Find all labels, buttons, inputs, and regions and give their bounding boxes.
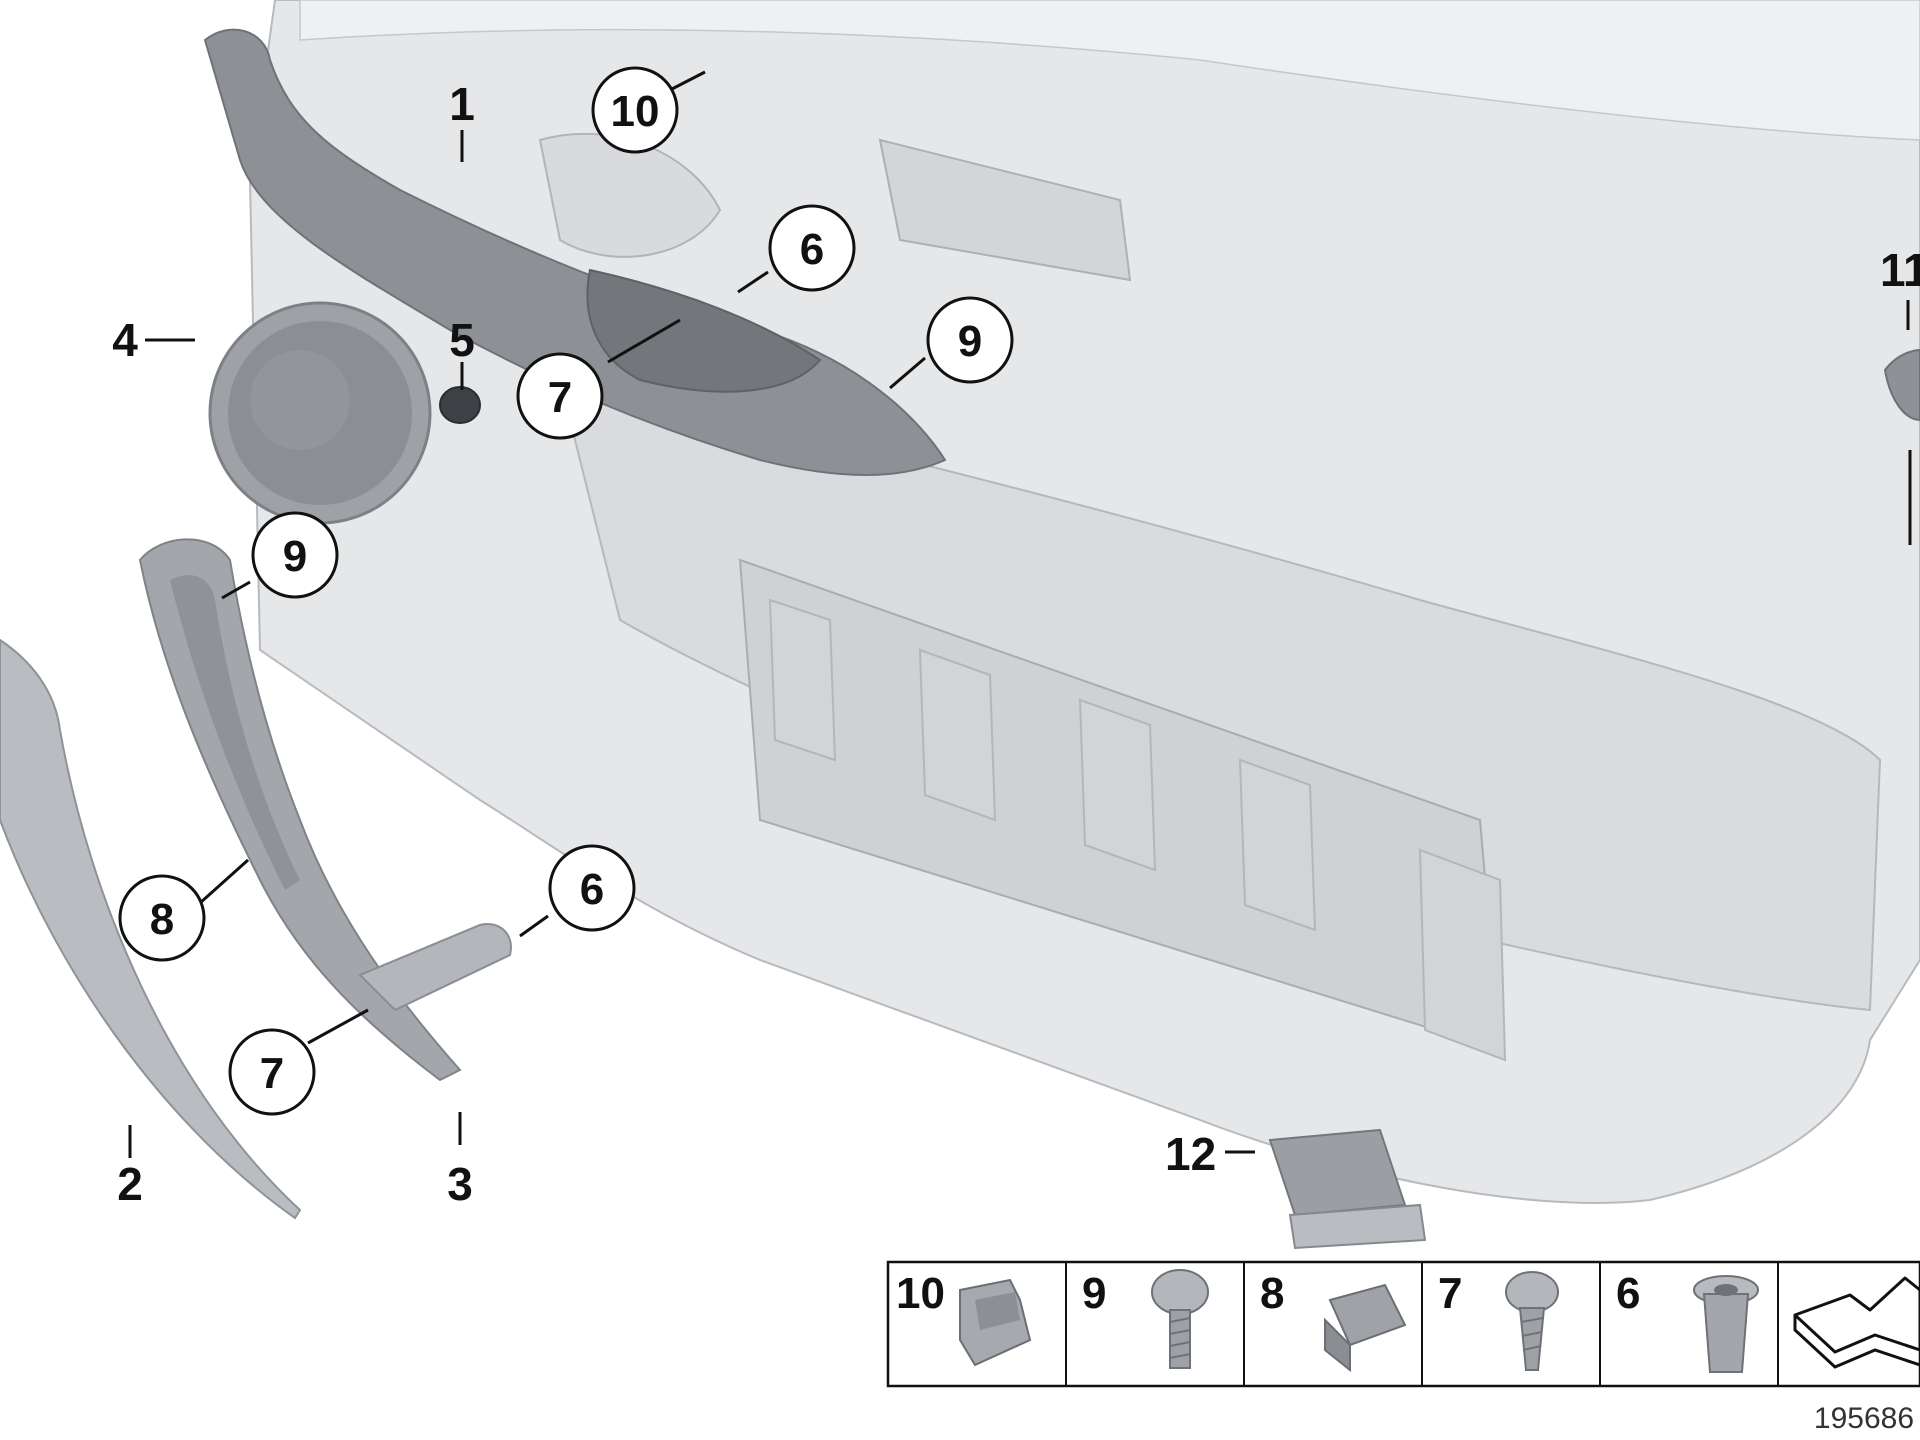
carrier-inner-arc	[170, 575, 300, 890]
handle-grip-recess	[586, 268, 822, 393]
svg-text:9: 9	[283, 532, 307, 581]
callout-4: 4	[112, 314, 138, 366]
legend-number-10: 10	[896, 1269, 945, 1318]
circle-callout-9-left: 9	[251, 511, 339, 599]
svg-text:6: 6	[580, 865, 604, 914]
clip-nut-icon	[1324, 1283, 1407, 1373]
callout-11: 11	[1880, 244, 1920, 296]
legend-number-8: 8	[1260, 1269, 1284, 1318]
circle-callout-6-bottom: 6	[548, 844, 636, 932]
svg-text:7: 7	[548, 373, 572, 422]
fastener-legend: 10 9 8 7 6	[886, 1260, 1920, 1388]
callout-3: 3	[447, 1158, 473, 1210]
circle-callout-10: 10	[591, 66, 679, 154]
clip-icon	[959, 1278, 1032, 1367]
svg-text:7: 7	[260, 1049, 284, 1098]
svg-text:9: 9	[958, 317, 982, 366]
svg-text:6: 6	[800, 225, 824, 274]
door-bracket	[1268, 1128, 1427, 1250]
pocket-ribs	[768, 598, 1507, 1062]
plain-callouts: 1 2 3 4 5 11 12	[112, 78, 1920, 1210]
window-switch-recess	[878, 138, 1132, 282]
callout-1: 1	[449, 78, 475, 130]
circle-callout-9-top: 9	[926, 296, 1014, 384]
circle-callout-7-top: 7	[516, 352, 604, 440]
callout-5: 5	[449, 314, 475, 366]
leader-lines	[128, 70, 1912, 1158]
circle-callout-6-top: 6	[768, 204, 856, 292]
callout-2: 2	[117, 1158, 143, 1210]
screw-icon	[1505, 1271, 1559, 1371]
trim-strip	[0, 638, 302, 1220]
legend-number-7: 7	[1438, 1269, 1462, 1318]
legend-number-9: 9	[1082, 1269, 1106, 1318]
handle-carrier	[138, 538, 512, 1082]
circled-callouts: 10 6 7 9 9 8 6 7	[118, 66, 1014, 1116]
callout-12: 12	[1165, 1128, 1216, 1180]
svg-text:8: 8	[150, 895, 174, 944]
cover-plug	[439, 386, 481, 424]
circle-callout-8: 8	[118, 874, 206, 962]
legend-number-6: 6	[1616, 1269, 1640, 1318]
expanding-nut-icon	[1693, 1275, 1759, 1373]
mounting-clip	[1883, 348, 1920, 422]
screw-icon	[1151, 1269, 1209, 1369]
circle-callout-7-bottom: 7	[228, 1028, 316, 1116]
speaker-cover	[208, 301, 432, 525]
door-panel-top-rail	[299, 0, 1920, 141]
svg-text:10: 10	[611, 87, 660, 136]
door-trim-panel	[248, 0, 1920, 1204]
drawing-number: 195686	[1814, 1402, 1914, 1435]
bracket-arrow-icon	[1793, 1276, 1920, 1369]
handle-tube	[358, 923, 512, 1012]
